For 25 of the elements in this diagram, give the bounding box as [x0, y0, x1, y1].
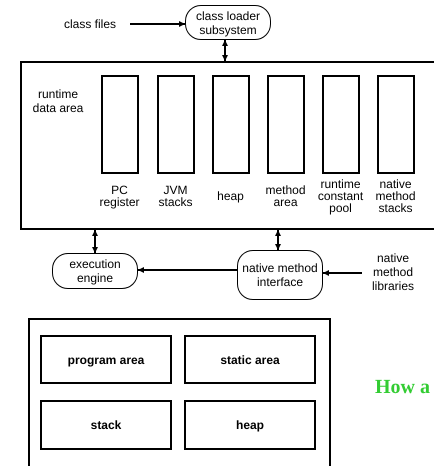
- arrow: [275, 230, 281, 250]
- arrow: [92, 230, 98, 253]
- rounded-process-box: class loader subsystem: [185, 5, 271, 40]
- memory-box: static area: [184, 335, 316, 384]
- arrow: [323, 270, 362, 276]
- arrow: [130, 21, 185, 27]
- memory-box: stack: [40, 400, 172, 450]
- area-panel: [20, 61, 434, 230]
- rounded-process-box: native method interface: [237, 250, 323, 300]
- memory-box: heap: [184, 400, 316, 450]
- node-text: class files: [64, 17, 116, 31]
- node-text: JVM stacks: [157, 184, 194, 208]
- node-text: native method stacks: [374, 178, 417, 214]
- node-text: runtime constant pool: [316, 178, 364, 214]
- arrow: [138, 267, 237, 273]
- heading-text: How a: [375, 375, 430, 400]
- node-text: heap: [217, 190, 244, 202]
- memory-box: program area: [40, 335, 172, 384]
- memory-panel: [28, 318, 331, 466]
- node-text: method area: [264, 184, 307, 208]
- node-text: runtime data area: [32, 87, 84, 115]
- node-text: native method libraries: [370, 251, 415, 293]
- node-text: PC register: [98, 184, 140, 208]
- arrow: [222, 40, 228, 61]
- rounded-process-box: execution engine: [52, 253, 138, 289]
